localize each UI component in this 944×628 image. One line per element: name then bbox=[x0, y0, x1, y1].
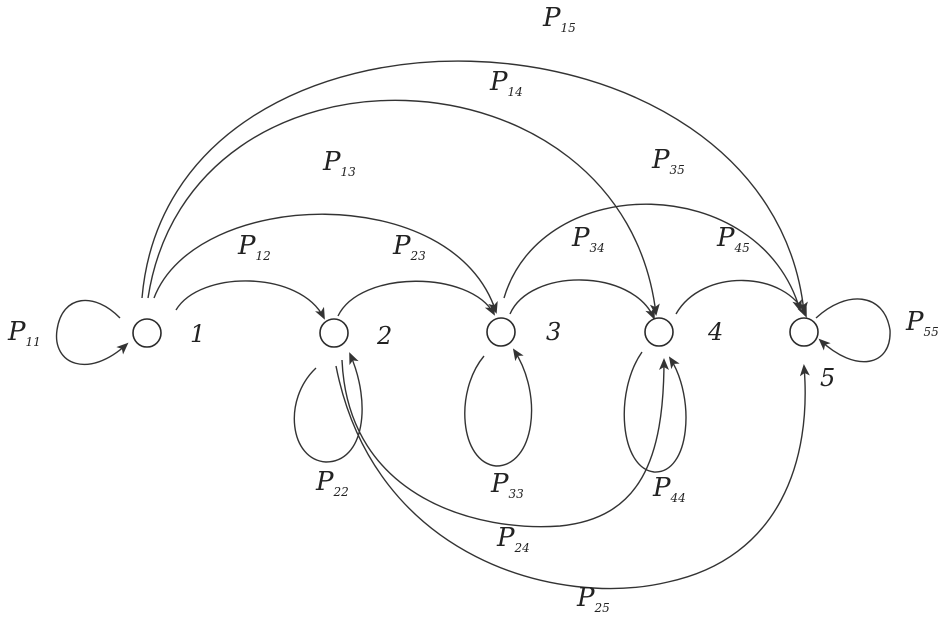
label-p34: P34 bbox=[571, 223, 605, 255]
edge-p11 bbox=[55, 299, 129, 366]
edge-p13 bbox=[153, 213, 498, 314]
label-p55: P55 bbox=[905, 307, 939, 339]
label-p22: P22 bbox=[315, 467, 349, 499]
edge-p35 bbox=[503, 203, 803, 312]
label-p35: P35 bbox=[651, 145, 685, 177]
edge-p33 bbox=[464, 348, 533, 467]
edge-p12 bbox=[175, 280, 325, 320]
state-node-5 bbox=[789, 317, 819, 347]
state-node-3 bbox=[486, 317, 516, 347]
state-node-1 bbox=[132, 318, 162, 348]
edge-p34 bbox=[509, 279, 655, 320]
label-p25: P25 bbox=[576, 583, 610, 615]
edge-p25 bbox=[335, 364, 810, 590]
edge-p15 bbox=[141, 60, 808, 314]
label-p33: P33 bbox=[490, 469, 524, 501]
state-node-2 bbox=[319, 318, 349, 348]
edge-p14 bbox=[147, 99, 660, 316]
edge-p45 bbox=[675, 279, 807, 318]
label-p24: P24 bbox=[496, 523, 530, 555]
edge-p24 bbox=[341, 358, 669, 528]
edge-p23 bbox=[337, 280, 495, 317]
label-p12: P12 bbox=[237, 231, 271, 263]
node-label-4: 4 bbox=[707, 318, 723, 346]
node-label-5: 5 bbox=[820, 364, 835, 392]
edge-p44 bbox=[623, 351, 687, 473]
edge-p55 bbox=[815, 298, 891, 363]
edge-p22 bbox=[293, 352, 363, 463]
nodes bbox=[132, 317, 819, 348]
edges bbox=[55, 60, 891, 590]
label-p13: P13 bbox=[322, 147, 356, 179]
label-p11: P11 bbox=[7, 317, 41, 349]
transition-labels: P11 P12 P13 P14 P15 P22 P23 P24 P25 P33 … bbox=[7, 3, 939, 615]
node-label-3: 3 bbox=[546, 318, 561, 346]
node-label-1: 1 bbox=[190, 320, 205, 348]
label-p15: P15 bbox=[542, 3, 576, 35]
node-labels: 1 2 3 4 5 bbox=[190, 318, 835, 392]
state-node-4 bbox=[644, 317, 674, 347]
node-label-2: 2 bbox=[376, 322, 392, 350]
label-p14: P14 bbox=[489, 67, 523, 99]
label-p44: P44 bbox=[652, 473, 686, 505]
label-p45: P45 bbox=[716, 223, 750, 255]
label-p23: P23 bbox=[392, 231, 426, 263]
